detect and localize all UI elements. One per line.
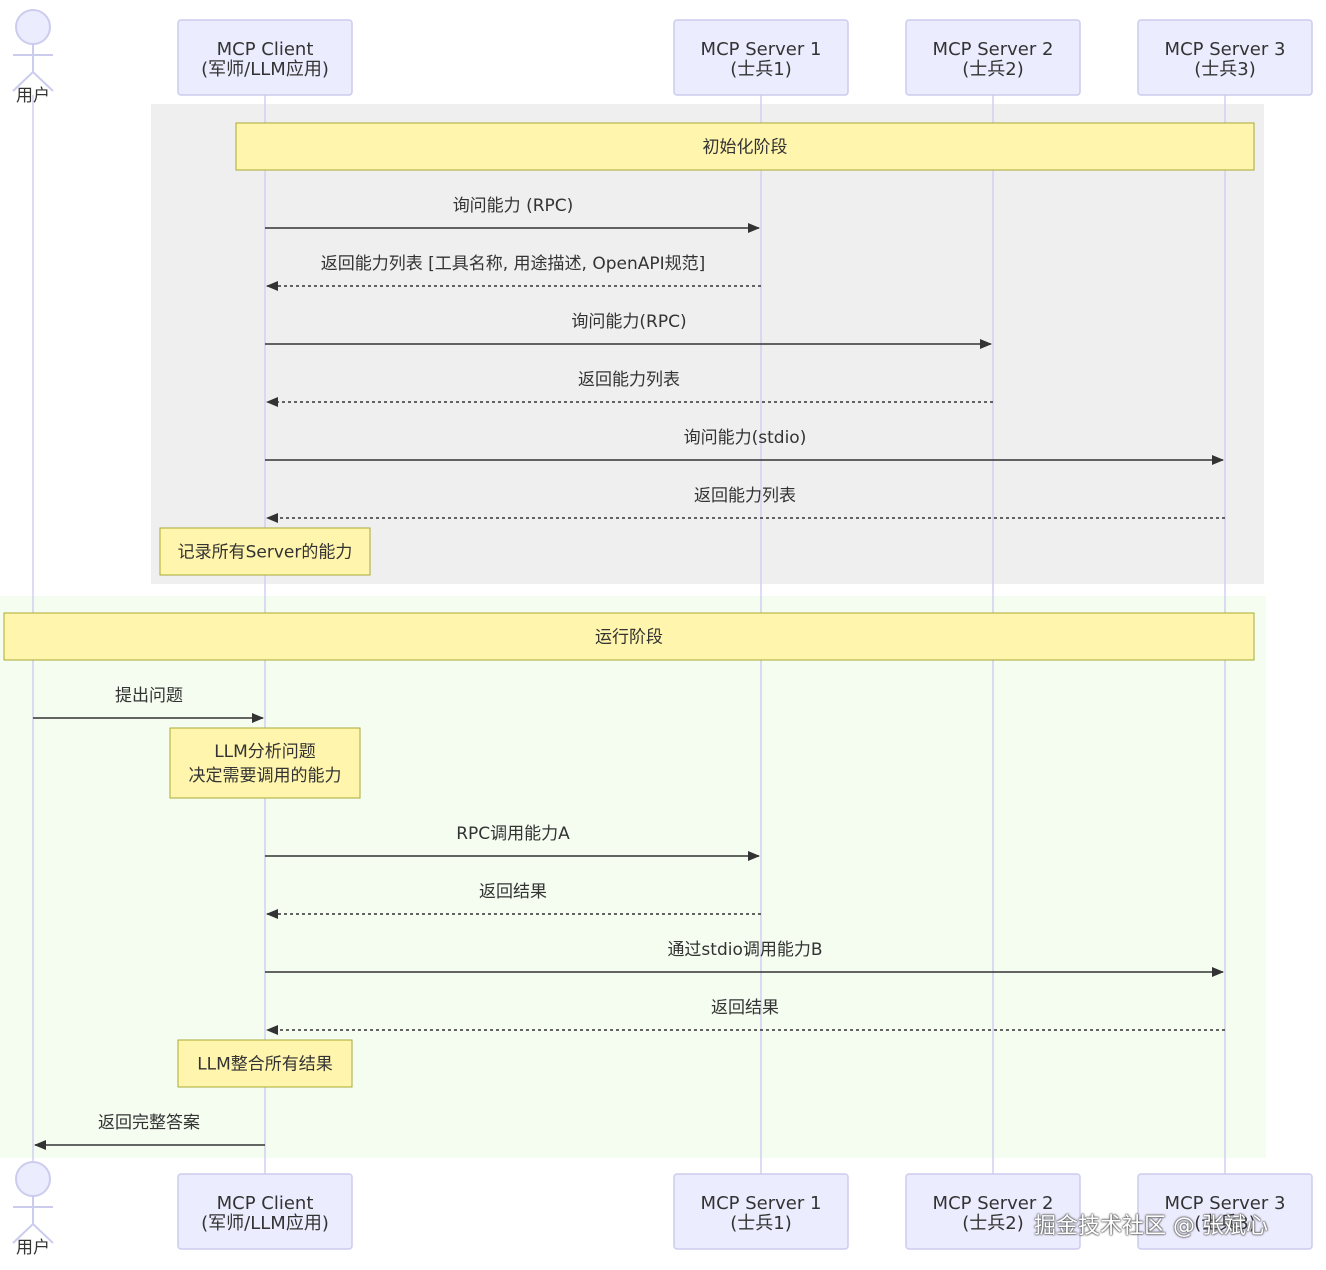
participant-name-s2-bottom: MCP Server 2: [933, 1193, 1054, 1214]
participant-box-s3-top: [1137, 19, 1313, 96]
actor-leg-left-bottom: [12, 1223, 34, 1244]
participant-box-s2-top: [905, 19, 1081, 96]
participant-box-s3-bottom: [1137, 1173, 1313, 1250]
actor-leg-left-top: [12, 71, 34, 92]
participant-name-s3-bottom: MCP Server 3: [1165, 1193, 1286, 1214]
watermark: 掘金技术社区 @ 张斌心: [1034, 1214, 1268, 1239]
message-label-12: 返回完整答案: [98, 1113, 200, 1133]
participant-role-s2-bottom: (士兵2): [962, 1213, 1024, 1234]
message-label-2: 返回能力列表 [工具名称, 用途描述, OpenAPI规范]: [321, 254, 706, 274]
participant-name-client-top: MCP Client: [217, 39, 314, 60]
participant-name-client-bottom: MCP Client: [217, 1193, 314, 1214]
message-label-10: 通过stdio调用能力B: [667, 940, 822, 960]
participant-name-s1-bottom: MCP Server 1: [701, 1193, 822, 1214]
message-label-8: RPC调用能力A: [456, 824, 570, 844]
participant-role-s3-top: (士兵3): [1194, 59, 1256, 80]
participant-box-client-top: [177, 19, 353, 96]
participant-role-s1-top: (士兵1): [730, 59, 792, 80]
participant-name-s2-top: MCP Server 2: [933, 39, 1054, 60]
actor-head-bottom: [15, 1161, 51, 1197]
participant-box-s1-top: [673, 19, 849, 96]
section-run-bar: [3, 612, 1255, 661]
actor-label-bottom: 用户: [16, 1238, 50, 1258]
note-box-1: [159, 527, 371, 576]
participant-name-s1-top: MCP Server 1: [701, 39, 822, 60]
note-box-2: [169, 727, 361, 799]
note-text-1-1: 记录所有Server的能力: [178, 543, 353, 563]
participant-role-client-top: (军师/LLM应用): [201, 59, 329, 80]
note-box-3: [177, 1039, 353, 1088]
participant-role-client-bottom: (军师/LLM应用): [201, 1213, 329, 1234]
participant-box-s2-bottom: [905, 1173, 1081, 1250]
actor-leg-right-bottom: [32, 1223, 54, 1244]
participant-box-client-bottom: [177, 1173, 353, 1250]
message-label-1: 询问能力 (RPC): [453, 196, 574, 216]
message-label-6: 返回能力列表: [694, 486, 796, 506]
message-label-11: 返回结果: [711, 998, 779, 1018]
section-init-title: 初始化阶段: [703, 138, 788, 158]
section-init-bar: [235, 122, 1255, 171]
actor-label-top: 用户: [16, 86, 50, 106]
section-run-title: 运行阶段: [595, 628, 663, 648]
note-text-2-2: 决定需要调用的能力: [189, 766, 342, 786]
message-label-4: 返回能力列表: [578, 370, 680, 390]
message-label-7: 提出问题: [115, 686, 183, 706]
actor-head-top: [15, 9, 51, 45]
participant-box-s1-bottom: [673, 1173, 849, 1250]
participant-role-s2-top: (士兵2): [962, 59, 1024, 80]
message-label-3: 询问能力(RPC): [571, 312, 686, 332]
message-label-5: 询问能力(stdio): [684, 428, 807, 448]
actor-leg-right-top: [32, 71, 54, 92]
participant-role-s3-bottom: (士兵3): [1194, 1213, 1256, 1234]
note-text-3-1: LLM整合所有结果: [197, 1055, 333, 1075]
participant-name-s3-top: MCP Server 3: [1165, 39, 1286, 60]
participant-role-s1-bottom: (士兵1): [730, 1213, 792, 1234]
note-text-2-1: LLM分析问题: [214, 742, 316, 762]
message-label-9: 返回结果: [479, 882, 547, 902]
